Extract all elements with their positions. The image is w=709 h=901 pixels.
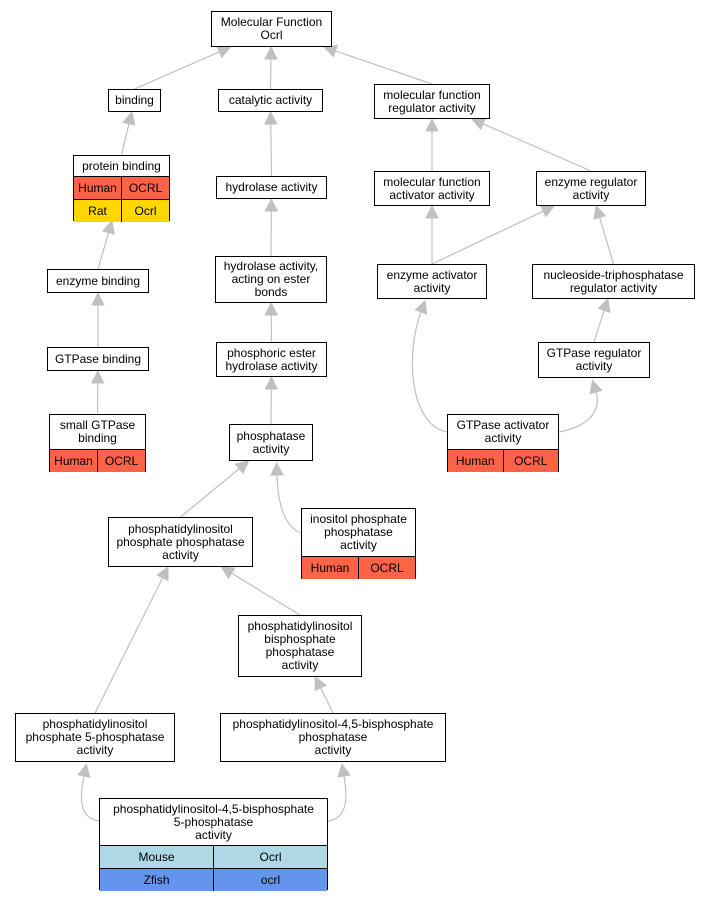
- go-node-label: GTPase activator activity: [456, 418, 550, 445]
- go-node-mf[interactable]: Molecular Function Ocrl: [211, 11, 332, 47]
- go-node-label: GTPase regulator activity: [546, 346, 642, 373]
- edge-enzact-to-mfact: [425, 204, 439, 264]
- go-node-label: binding: [115, 93, 154, 107]
- ortholog-row: Human OCRL: [302, 556, 415, 579]
- go-node-label: small GTPase binding: [59, 418, 136, 445]
- go-node-mfact[interactable]: molecular function activator activity: [374, 171, 490, 206]
- ortholog-gene[interactable]: OCRL: [358, 557, 415, 579]
- go-node-label: enzyme activator activity: [386, 267, 478, 295]
- go-node-enzreg[interactable]: enzyme regulator activity: [536, 171, 646, 206]
- edge-ntpreg-to-enzreg: [593, 204, 615, 265]
- edge-gtpase-binding-to-enzyme-binding: [91, 291, 105, 347]
- go-node-label: phosphoric ester hydrolase activity: [225, 345, 318, 373]
- ortholog-gene[interactable]: OCRL: [502, 450, 559, 472]
- ortholog-row: Mouse Ocrl: [100, 845, 327, 868]
- go-node-label: catalytic activity: [228, 93, 313, 107]
- ortholog-row: Human OCRL: [50, 449, 145, 472]
- ortholog-species: Rat: [88, 204, 107, 218]
- edge-pibis-to-pip-phos: [220, 566, 301, 616]
- go-node-phos-ester[interactable]: phosphoric ester hydrolase activity: [216, 342, 327, 377]
- go-node-label: phosphatidylinositol phosphate phosphata…: [116, 521, 245, 562]
- go-node-enzact[interactable]: enzyme activator activity: [377, 264, 487, 299]
- edge-small-gtpase-to-gtpase-binding: [90, 369, 105, 415]
- go-node-hydro-ester[interactable]: hydrolase activity, acting on ester bond…: [215, 256, 327, 303]
- go-node-label: protein binding: [82, 158, 161, 173]
- go-node-label: phosphatidylinositol-4,5-bisphosphate ph…: [232, 717, 434, 757]
- edge-enzact-to-enzreg: [431, 205, 556, 265]
- go-node-ntpreg[interactable]: nucleoside-triphosphatase regulator acti…: [532, 264, 695, 299]
- edge-pip5-to-pip-phos: [94, 565, 169, 714]
- go-node-label: hydrolase activity: [225, 180, 318, 194]
- go-node-gtpase-binding[interactable]: GTPase binding: [47, 347, 149, 371]
- ortholog-gene[interactable]: Ocrl: [121, 200, 169, 222]
- go-node-pibis[interactable]: phosphatidylinositol bisphosphate phosph…: [238, 615, 362, 677]
- edge-inositol-to-phosphatase: [270, 461, 302, 534]
- edge-binding-to-mf: [134, 45, 232, 90]
- go-node-gtpreg[interactable]: GTPase regulator activity: [538, 342, 650, 378]
- ortholog-row: Zfish ocrl: [100, 868, 327, 891]
- go-node-label: hydrolase activity, acting on ester bond…: [223, 259, 319, 299]
- edge-phosphatase-to-phos-ester: [264, 375, 279, 425]
- go-node-label: molecular function activator activity: [383, 174, 481, 202]
- ortholog-species: Human: [455, 454, 495, 468]
- edge-phos-ester-to-hydro-ester: [264, 301, 279, 343]
- go-node-phosphatase[interactable]: phosphatase activity: [229, 424, 313, 461]
- ortholog-gene[interactable]: OCRL: [97, 450, 145, 472]
- go-node-pi45-5[interactable]: phosphatidylinositol-4,5-bisphosphate 5-…: [99, 798, 328, 891]
- edge-pi45-to-pibis: [314, 675, 334, 714]
- edge-protein-binding-to-binding: [120, 110, 136, 156]
- go-node-pip-phos[interactable]: phosphatidylinositol phosphate phosphata…: [108, 517, 253, 567]
- go-node-label: phosphatidylinositol phosphate 5-phospha…: [25, 717, 165, 757]
- edge-hydro-ester-to-hydrolase: [264, 197, 279, 257]
- go-node-label: GTPase binding: [54, 351, 142, 366]
- ortholog-row: Human OCRL: [74, 176, 169, 199]
- edge-hydrolase-to-catalytic: [264, 110, 278, 177]
- ortholog-species: Zfish: [143, 873, 170, 887]
- edge-mfreg-to-mf: [322, 44, 433, 85]
- go-node-pip5[interactable]: phosphatidylinositol phosphate 5-phospha…: [15, 713, 175, 762]
- ortholog-row: Rat Ocrl: [74, 199, 169, 222]
- go-node-binding[interactable]: binding: [108, 89, 161, 112]
- go-node-label: Molecular Function Ocrl: [220, 15, 323, 42]
- ortholog-species: Human: [54, 454, 93, 468]
- go-node-hydrolase[interactable]: hydrolase activity: [216, 176, 327, 199]
- ortholog-species: Human: [78, 181, 117, 195]
- edge-gtpact-to-gtpreg: [558, 379, 603, 433]
- edge-catalytic-to-mf: [264, 45, 278, 90]
- edge-mfact-to-mfreg: [425, 117, 439, 171]
- edge-gtpact-to-enzact: [411, 299, 448, 433]
- ortholog-gene[interactable]: ocrl: [213, 869, 327, 891]
- ortholog-row: Human OCRL: [448, 449, 558, 472]
- edge-enzyme-binding-to-protein-binding: [97, 219, 115, 270]
- go-node-catalytic[interactable]: catalytic activity: [218, 89, 323, 112]
- ortholog-gene[interactable]: Ocrl: [213, 846, 327, 868]
- go-node-label: enzyme binding: [55, 273, 141, 288]
- ortholog-species: Human: [310, 561, 350, 575]
- edge-enzreg-to-mfreg: [471, 117, 592, 172]
- go-node-label: phosphatidylinositol bisphosphate phosph…: [247, 619, 353, 672]
- edge-pi45-5-to-pip5: [77, 763, 100, 822]
- ortholog-species: Mouse: [138, 850, 175, 864]
- go-node-label: enzyme regulator activity: [544, 174, 638, 202]
- go-node-mfreg[interactable]: molecular function regulator activity: [374, 84, 490, 119]
- go-node-label: molecular function regulator activity: [383, 87, 481, 115]
- go-node-label: phosphatase activity: [236, 428, 306, 456]
- go-node-pi45[interactable]: phosphatidylinositol-4,5-bisphosphate ph…: [220, 713, 446, 762]
- edge-pip-phos-to-phosphatase: [180, 460, 250, 518]
- go-node-enzyme-binding[interactable]: enzyme binding: [47, 269, 149, 293]
- ortholog-gene[interactable]: OCRL: [121, 177, 169, 199]
- edge-gtpreg-to-ntpreg: [593, 297, 611, 343]
- go-node-label: inositol phosphate phosphatase activity: [310, 512, 407, 552]
- edge-pi45-5-to-pi45: [327, 763, 351, 822]
- go-node-label: nucleoside-triphosphatase regulator acti…: [543, 267, 684, 295]
- go-node-label: phosphatidylinositol-4,5-bisphosphate 5-…: [113, 801, 314, 842]
